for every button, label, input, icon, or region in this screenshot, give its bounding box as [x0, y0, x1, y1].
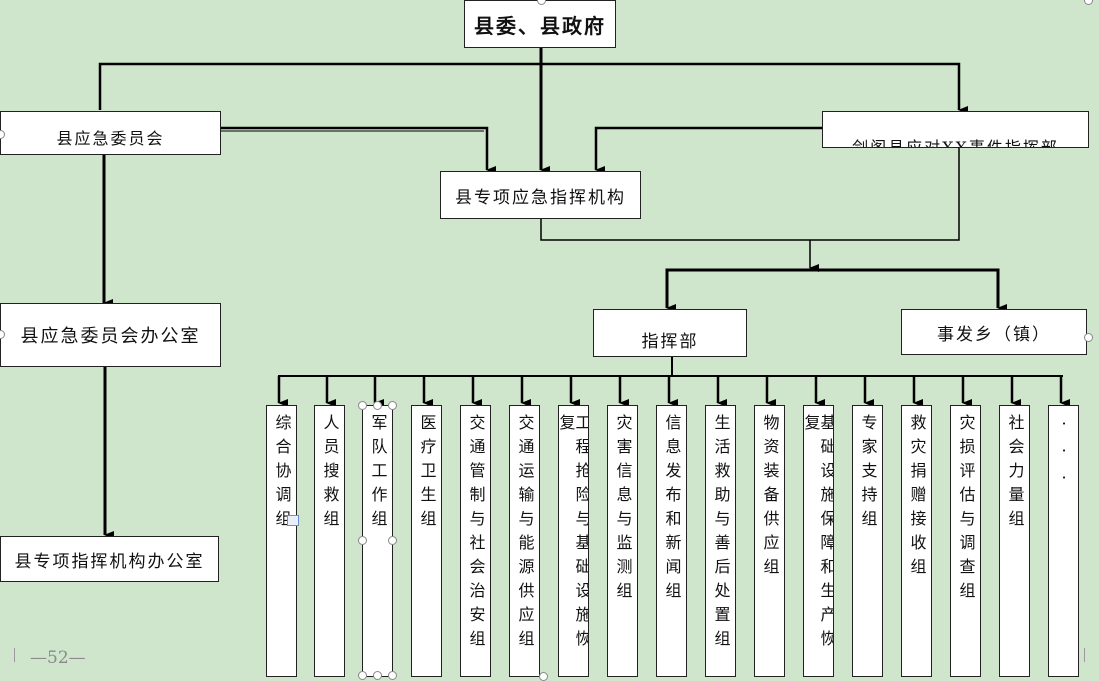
group-column: ···	[1048, 405, 1079, 677]
group-label: 交通运输与能源供应组	[515, 414, 535, 654]
group-label: 人员搜救组	[320, 414, 340, 534]
group-column: 生活救助与善后处置组	[705, 405, 736, 677]
group-column: 灾损评估与调查组	[950, 405, 981, 677]
group-column: 专家支持组	[852, 405, 883, 677]
group-column: 灾害信息与监测组	[607, 405, 638, 677]
group-column: 综合协调组	[266, 405, 297, 677]
group-column: 救灾捐赠接收组	[901, 405, 932, 677]
group-label: 医疗卫生组	[417, 414, 437, 534]
group-column: 交通运输与能源供应组	[509, 405, 540, 677]
selection-handle[interactable]	[358, 671, 367, 680]
page-corner-mark	[0, 648, 15, 662]
page-number: —52—	[30, 648, 86, 668]
group-column: 军队工作组	[362, 405, 393, 677]
selection-handle[interactable]	[358, 401, 367, 410]
group-label: 社会力量组	[1005, 414, 1025, 534]
selection-handle[interactable]	[0, 130, 5, 139]
group-label: 工程抢险与基础设施恢复	[558, 414, 589, 654]
group-label: 综合协调组	[272, 414, 292, 534]
group-column: 工程抢险与基础设施恢复	[558, 405, 589, 677]
group-column: 医疗卫生组	[411, 405, 442, 677]
page-corner-mark	[1084, 648, 1099, 662]
group-label: 军队工作组	[368, 414, 388, 534]
selection-handle[interactable]	[388, 401, 397, 410]
group-column: 交通管制与社会治安组	[460, 405, 491, 677]
selection-handle[interactable]	[1084, 333, 1093, 342]
group-label: ···	[1054, 414, 1074, 495]
selection-handle[interactable]	[537, 0, 546, 5]
group-column: 基础设施保障和生产恢复	[803, 405, 834, 677]
group-label: 灾害信息与监测组	[613, 414, 633, 606]
selection-handle[interactable]	[539, 672, 548, 681]
group-label: 信息发布和新闻组	[662, 414, 682, 606]
county-committee-government: 县委、县政府	[464, 0, 616, 48]
incident-headquarters: 剑阁县应对XX事件指挥部	[822, 111, 1089, 148]
command-department: 指挥部	[593, 309, 747, 357]
selection-handle[interactable]	[373, 401, 382, 410]
group-column: 人员搜救组	[314, 405, 345, 677]
group-label: 基础设施保障和生产恢复	[803, 414, 834, 654]
agency-office: 县专项指挥机构办公室	[0, 536, 219, 582]
group-label: 生活救助与善后处置组	[711, 414, 731, 654]
selection-handle[interactable]	[1084, 0, 1093, 5]
group-label: 灾损评估与调查组	[956, 414, 976, 606]
special-emergency-agency: 县专项应急指挥机构	[440, 171, 641, 219]
group-label: 交通管制与社会治安组	[466, 414, 486, 654]
group-column: 物资装备供应组	[754, 405, 785, 677]
group-column: 信息发布和新闻组	[656, 405, 687, 677]
group-column: 社会力量组	[999, 405, 1030, 677]
selection-handle[interactable]	[373, 671, 382, 680]
group-label: 专家支持组	[858, 414, 878, 534]
committee-office: 县应急委员会办公室	[0, 303, 221, 367]
group-label: 物资装备供应组	[760, 414, 780, 582]
selection-handle[interactable]	[388, 536, 397, 545]
paste-options-icon[interactable]	[287, 515, 299, 526]
group-label: 救灾捐赠接收组	[907, 414, 927, 582]
incident-township: 事发乡（镇）	[901, 309, 1087, 355]
emergency-committee: 县应急委员会	[0, 111, 221, 155]
selection-handle[interactable]	[0, 330, 5, 339]
selection-handle[interactable]	[388, 671, 397, 680]
selection-handle[interactable]	[358, 536, 367, 545]
